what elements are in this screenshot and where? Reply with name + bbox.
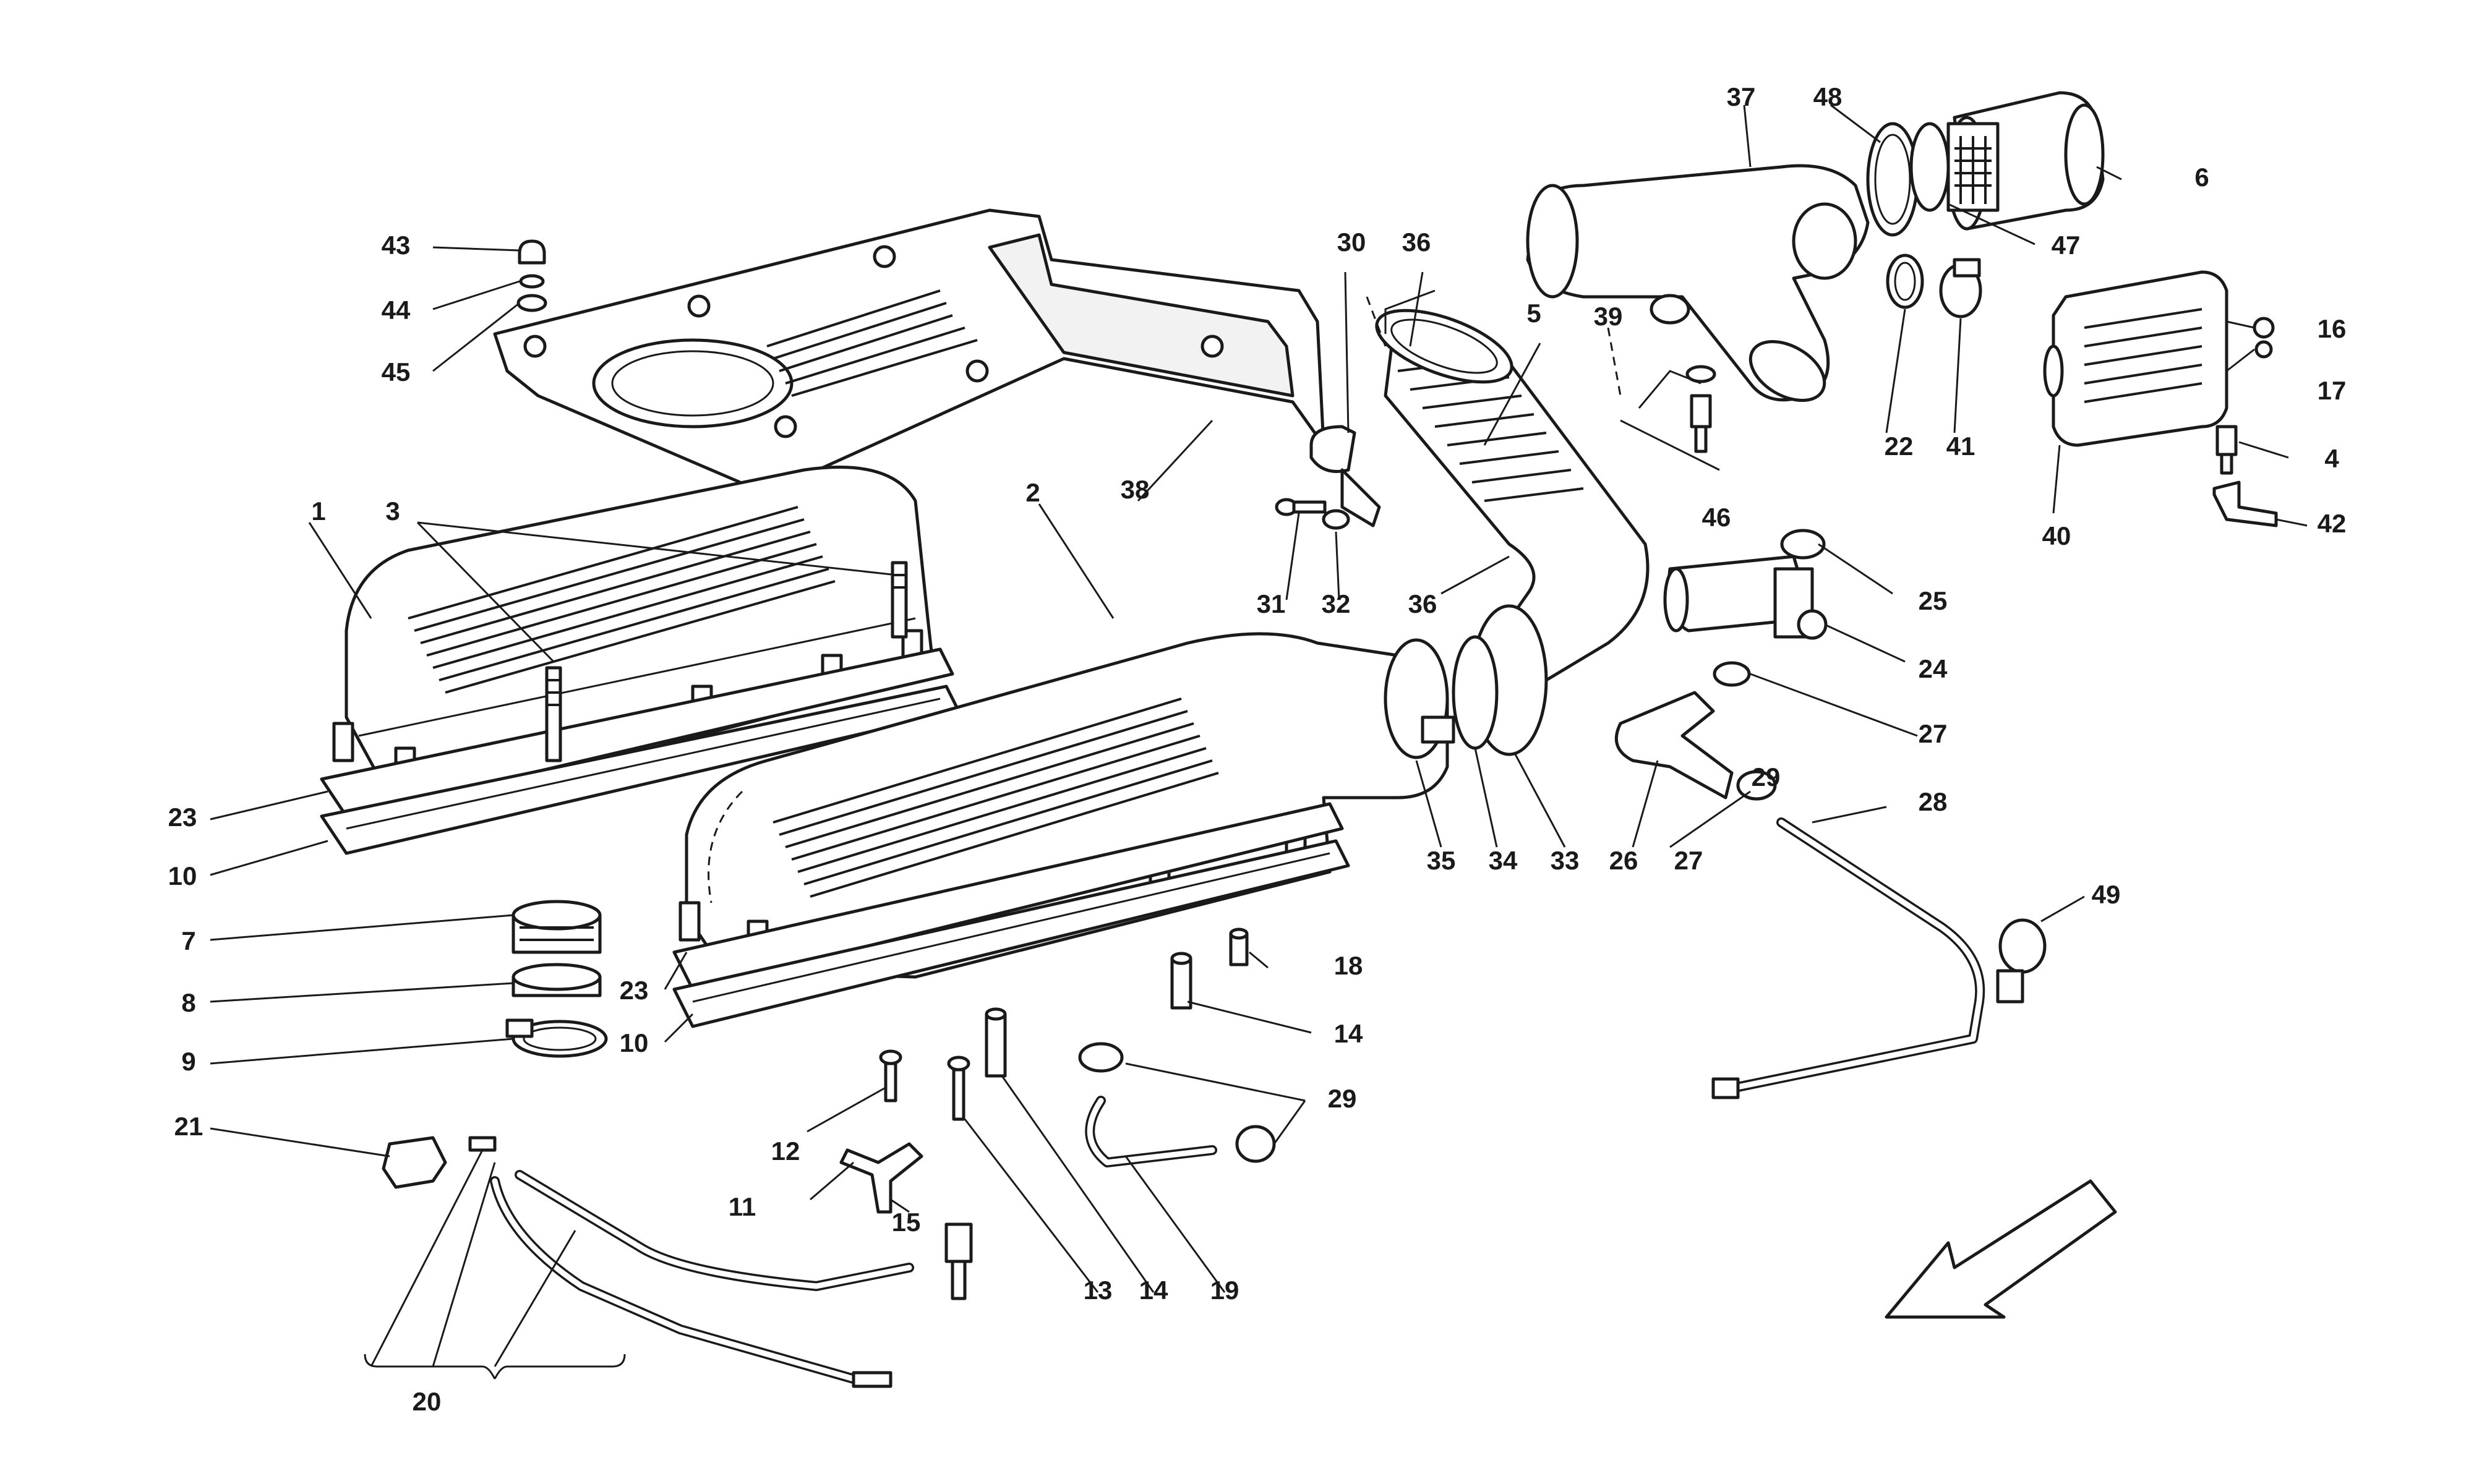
callout-21: 21 (174, 1112, 203, 1141)
callout-36b: 36 (1408, 589, 1437, 618)
bracket-part-21 (382, 1136, 447, 1189)
callout-28: 28 (1919, 787, 1948, 816)
callout-12: 12 (771, 1136, 800, 1166)
callout-38: 38 (1121, 475, 1150, 504)
clamp-part-41 (1939, 258, 1982, 318)
callout-23a: 23 (168, 803, 197, 832)
callout-3: 3 (385, 497, 400, 526)
t-fitting-part-26 (1614, 691, 1734, 800)
screw-part-12 (879, 1049, 902, 1102)
pipe-part-15 (839, 1142, 923, 1214)
hose-part-19 (1078, 1042, 1276, 1167)
callout-27a: 27 (1919, 719, 1948, 748)
clamp-part-49 (1996, 918, 2047, 1004)
hose-part-28 (1711, 817, 1985, 1099)
callout-30: 30 (1337, 228, 1366, 257)
sleeve-part-18 (1229, 927, 1249, 966)
callout-33: 33 (1551, 846, 1580, 875)
callout-14a: 14 (1334, 1019, 1363, 1048)
intake-bellows-part-5 (1375, 309, 1650, 685)
callout-15: 15 (892, 1208, 921, 1237)
left-plenum-part-1 (320, 466, 961, 855)
callout-36a: 36 (1402, 228, 1431, 257)
bolt-part-31 (1275, 498, 1327, 516)
callout-19: 19 (1210, 1276, 1239, 1305)
callout-22: 22 (1885, 432, 1914, 461)
callout-6: 6 (2194, 163, 2209, 192)
sleeve-part-7 (511, 900, 602, 954)
nut-part-32 (1322, 509, 1350, 530)
callout-8: 8 (181, 988, 195, 1017)
callout-47: 47 (2052, 231, 2081, 260)
callout-40: 40 (2042, 521, 2071, 550)
callout-5: 5 (1526, 299, 1541, 328)
fitting-part-39-46 (1620, 365, 1720, 471)
front-direction-arrow-icon (1885, 1179, 2117, 1319)
callout-35: 35 (1427, 846, 1456, 875)
callout-43: 43 (382, 231, 411, 260)
callout-29: 29 (1328, 1084, 1357, 1113)
callout-16: 16 (2318, 314, 2347, 343)
o-ring-part-22 (1886, 254, 1924, 309)
callout-45: 45 (382, 357, 411, 386)
coupling-parts-47-48 (1866, 122, 1950, 237)
callout-10a: 10 (168, 861, 197, 890)
clamp-part-9 (505, 1018, 608, 1058)
callout-23b: 23 (620, 976, 649, 1005)
callout-18: 18 (1334, 951, 1363, 980)
hose-assembly-part-20 (468, 1136, 973, 1388)
clamp-part-27 (1713, 661, 1777, 801)
y-pipe-part-37 (1526, 164, 1870, 402)
callout-11: 11 (729, 1192, 756, 1221)
callout-31: 31 (1257, 589, 1286, 618)
callout-7: 7 (181, 926, 195, 955)
brace-20 (364, 1354, 626, 1380)
resonator-part-40 (2043, 270, 2228, 447)
bolt-part-13 (947, 1055, 970, 1121)
callout-25: 25 (1919, 586, 1948, 615)
callout-44: 44 (382, 296, 411, 325)
callout-labels: 1 2 3 4 5 6 7 8 9 10 10 11 12 13 14 14 1… (168, 82, 2347, 1416)
sleeve-part-14 (985, 952, 1192, 1078)
callout-34: 34 (1489, 846, 1518, 875)
right-plenum-part-2 (672, 632, 1449, 1028)
callout-13: 13 (1084, 1276, 1113, 1305)
callout-37: 37 (1727, 82, 1756, 111)
plenum-cover-part-38 (493, 208, 1325, 490)
callout-39: 39 (1594, 302, 1623, 331)
air-flow-meter-part-6 (1946, 91, 2105, 231)
callout-48: 48 (1813, 82, 1843, 111)
callout-2: 2 (1025, 478, 1040, 507)
callout-17: 17 (2318, 376, 2347, 405)
callout-42: 42 (2318, 509, 2347, 538)
callout-41: 41 (1946, 432, 1975, 461)
callout-46: 46 (1702, 503, 1731, 532)
callout-10b: 10 (620, 1028, 649, 1057)
valve-part-24-25 (1663, 529, 1828, 640)
callout-24: 24 (1919, 654, 1948, 683)
clip-part-8 (511, 963, 602, 997)
clamp-part-30 (1309, 425, 1381, 527)
rings-part-33-34-35 (1384, 604, 1548, 759)
callout-4: 4 (2324, 444, 2339, 473)
dashed-guide-36 (1366, 296, 1622, 396)
callout-20: 20 (413, 1387, 442, 1416)
callout-49: 49 (2092, 880, 2121, 909)
callout-29b: 29 (1752, 762, 1781, 791)
leader-lines (210, 104, 2308, 1367)
callout-9: 9 (181, 1047, 195, 1076)
callout-1: 1 (311, 497, 325, 526)
callout-14b: 14 (1139, 1276, 1168, 1305)
studs-part-3 (545, 561, 908, 762)
callout-32: 32 (1322, 589, 1351, 618)
cap-washer-parts-43-44-45 (516, 239, 547, 312)
callout-27b: 27 (1674, 846, 1703, 875)
callout-26: 26 (1609, 846, 1638, 875)
